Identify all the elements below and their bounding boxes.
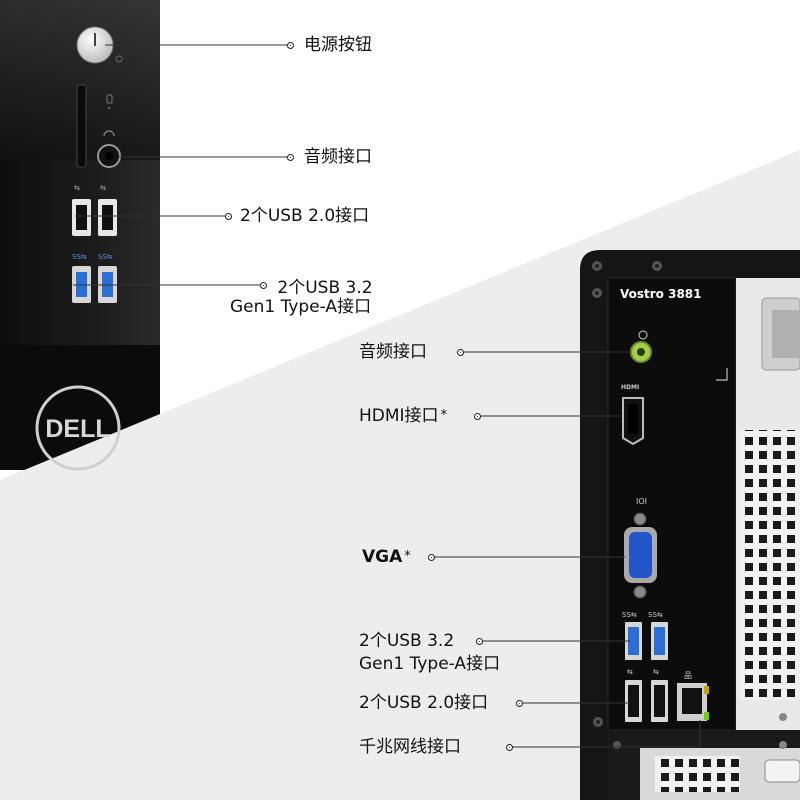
callout-rear-usb2: 2个USB 2.0接口 — [359, 693, 489, 713]
svg-text:SS⇆: SS⇆ — [622, 611, 637, 619]
callout-front-audio: 音频接口 — [304, 147, 372, 167]
svg-text:SS⇆: SS⇆ — [72, 253, 87, 261]
callout-vga-text: VGA — [362, 547, 403, 567]
svg-text:SS⇆: SS⇆ — [648, 611, 663, 619]
callout-ethernet: 千兆网线接口 — [359, 737, 461, 757]
callout-hdmi-text: HDMI接口 — [359, 406, 439, 426]
footnote-mark: * — [404, 549, 411, 564]
callout-dot — [506, 744, 513, 751]
callout-hdmi: HDMI接口* — [359, 405, 447, 427]
callout-vga: VGA* — [362, 546, 411, 568]
svg-text:⇆: ⇆ — [74, 184, 80, 192]
callout-dot — [260, 282, 267, 289]
svg-text:⇆: ⇆ — [653, 668, 659, 676]
svg-text:品: 品 — [684, 671, 692, 680]
front-tower: ⇆ ⇆ SS⇆ SS⇆ DELL — [0, 0, 160, 480]
callout-dot — [428, 554, 435, 561]
leader-lines — [73, 44, 701, 748]
callout-dot — [476, 638, 483, 645]
dell-logo — [35, 385, 121, 471]
vga-port — [629, 532, 652, 578]
footnote-mark: * — [440, 408, 448, 423]
callout-front-usb3-line2: Gen1 Type-A接口 — [230, 297, 372, 317]
model-label: Vostro 3881 — [620, 287, 702, 301]
callout-dot — [516, 700, 523, 707]
svg-text:SS⇆: SS⇆ — [98, 253, 113, 261]
callout-dot — [225, 213, 232, 220]
callout-dot — [287, 154, 294, 161]
callout-rear-usb3-line2: Gen1 Type-A接口 — [359, 654, 501, 674]
callout-front-usb3-line1: 2个USB 3.2 — [277, 278, 373, 298]
callout-front-usb2: 2个USB 2.0接口 — [240, 206, 370, 226]
callout-power-button: 电源按钮 — [304, 35, 372, 55]
callout-dot — [287, 42, 294, 49]
callout-dot — [457, 349, 464, 356]
svg-text:IOI: IOI — [636, 497, 647, 506]
callout-rear-audio: 音频接口 — [359, 342, 427, 362]
svg-text:⇆: ⇆ — [100, 184, 106, 192]
rear-tower: HDMI IOI SS⇆ SS⇆ ⇆ ⇆ 品 — [580, 250, 800, 800]
callout-rear-usb3-line1: 2个USB 3.2 — [359, 631, 455, 651]
svg-text:⇆: ⇆ — [627, 668, 633, 676]
svg-text:HDMI: HDMI — [621, 384, 639, 391]
svg-text:DELL: DELL — [45, 415, 110, 443]
callout-dot — [474, 413, 481, 420]
